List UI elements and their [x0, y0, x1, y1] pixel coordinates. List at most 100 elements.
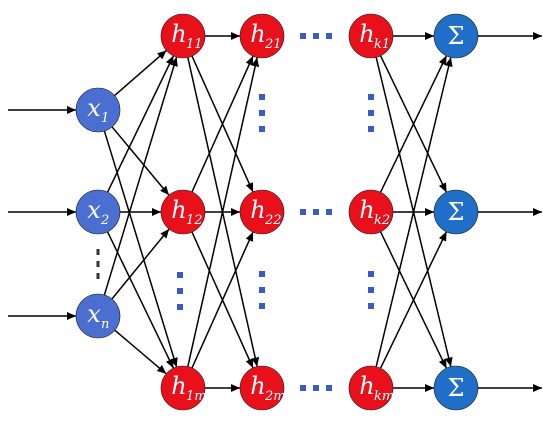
ellipsis-dot	[259, 110, 265, 116]
edge-hk-to-output	[379, 55, 448, 193]
ellipsis-dot	[313, 385, 319, 391]
node-subscript: 22	[264, 213, 282, 228]
node-label: h	[171, 196, 186, 224]
edge-h1-to-h2	[191, 55, 254, 193]
ellipsis-dot	[300, 385, 306, 391]
node-label: h	[359, 372, 374, 400]
ellipsis-dot	[326, 209, 332, 215]
node-label: h	[250, 20, 265, 48]
edge-hk-to-output	[375, 57, 453, 367]
node-subscript: 11	[186, 37, 203, 52]
edge-h1-to-h2	[187, 57, 260, 367]
ellipsis-dot	[368, 110, 374, 116]
connections	[8, 32, 542, 392]
edge-input-to-h1	[103, 56, 178, 296]
ellipsis-dot	[96, 261, 100, 267]
node-subscript: n	[101, 317, 109, 332]
node-label: h	[171, 20, 186, 48]
node-label: x	[87, 300, 101, 328]
node-subscript: 1m	[186, 389, 207, 404]
ellipsis-dot	[96, 273, 100, 279]
ellipsis-dot	[300, 33, 306, 39]
edge-input-to-h1	[111, 228, 170, 300]
output-sum-node-circle	[433, 13, 479, 59]
edge-hk-to-output	[379, 231, 448, 369]
node-label: x	[87, 94, 101, 122]
hidden-node-1m-circle	[160, 365, 206, 411]
output-sum-node: Σ	[433, 13, 479, 59]
edge-input-to-h1	[106, 231, 175, 369]
node-label: h	[359, 20, 374, 48]
output-sum-node: Σ	[433, 365, 479, 411]
ellipsis-dot	[259, 287, 265, 293]
node-subscript: 1	[101, 111, 109, 126]
edge-input-to-h1	[114, 49, 167, 97]
node-label: h	[359, 196, 374, 224]
input-node-1-circle	[75, 87, 121, 133]
ellipsis-dot	[259, 271, 265, 277]
ellipsis-dot	[177, 288, 183, 294]
input-node-2-circle	[75, 189, 121, 235]
ellipsis-dot	[177, 272, 183, 278]
output-sum-node: Σ	[433, 189, 479, 235]
ellipsis-dot	[368, 303, 374, 309]
ellipsis-dot	[177, 304, 183, 310]
ellipsis-dot	[313, 33, 319, 39]
hidden-node-22-circle	[239, 189, 285, 235]
ellipsis-dot	[313, 209, 319, 215]
ellipsis-dots	[96, 33, 374, 391]
ellipsis-dot	[368, 271, 374, 277]
node-label: h	[250, 372, 265, 400]
hidden-node-2m-circle	[239, 365, 285, 411]
edge-input-to-h1	[106, 55, 175, 193]
hidden-node-12-circle	[160, 189, 206, 235]
hidden-node-11-circle	[160, 13, 206, 59]
node-subscript: k1	[374, 37, 390, 52]
ellipsis-dot	[259, 94, 265, 100]
ellipsis-dot	[326, 385, 332, 391]
sigma-label: Σ	[448, 22, 465, 50]
ellipsis-dot	[368, 126, 374, 132]
node-label: h	[250, 196, 265, 224]
node-subscript: 2	[100, 213, 109, 228]
hidden-node-km-circle	[348, 365, 394, 411]
edge-input-to-h1	[114, 329, 167, 375]
node-subscript: 2m	[264, 389, 286, 404]
node-subscript: km	[374, 389, 394, 404]
sigma-label: Σ	[448, 198, 465, 226]
node-subscript: 12	[186, 213, 203, 228]
sigma-label: Σ	[448, 374, 465, 402]
hidden-node-k1-circle	[348, 13, 394, 59]
hidden-node-21-circle	[239, 13, 285, 59]
node-subscript: k2	[374, 213, 390, 228]
edge-input-to-h1	[103, 130, 178, 368]
ellipsis-dot	[300, 209, 306, 215]
ellipsis-dot	[259, 303, 265, 309]
ellipsis-dot	[96, 249, 100, 255]
output-sum-node-circle	[433, 365, 479, 411]
ellipsis-dot	[259, 126, 265, 132]
ellipsis-dot	[368, 94, 374, 100]
hidden-node-k2-circle	[348, 189, 394, 235]
ellipsis-dot	[368, 287, 374, 293]
output-sum-node-circle	[433, 189, 479, 235]
edge-h1-to-h2	[191, 231, 254, 369]
node-label: x	[87, 196, 101, 224]
node-label: h	[171, 372, 186, 400]
edge-input-to-h1	[111, 126, 170, 196]
